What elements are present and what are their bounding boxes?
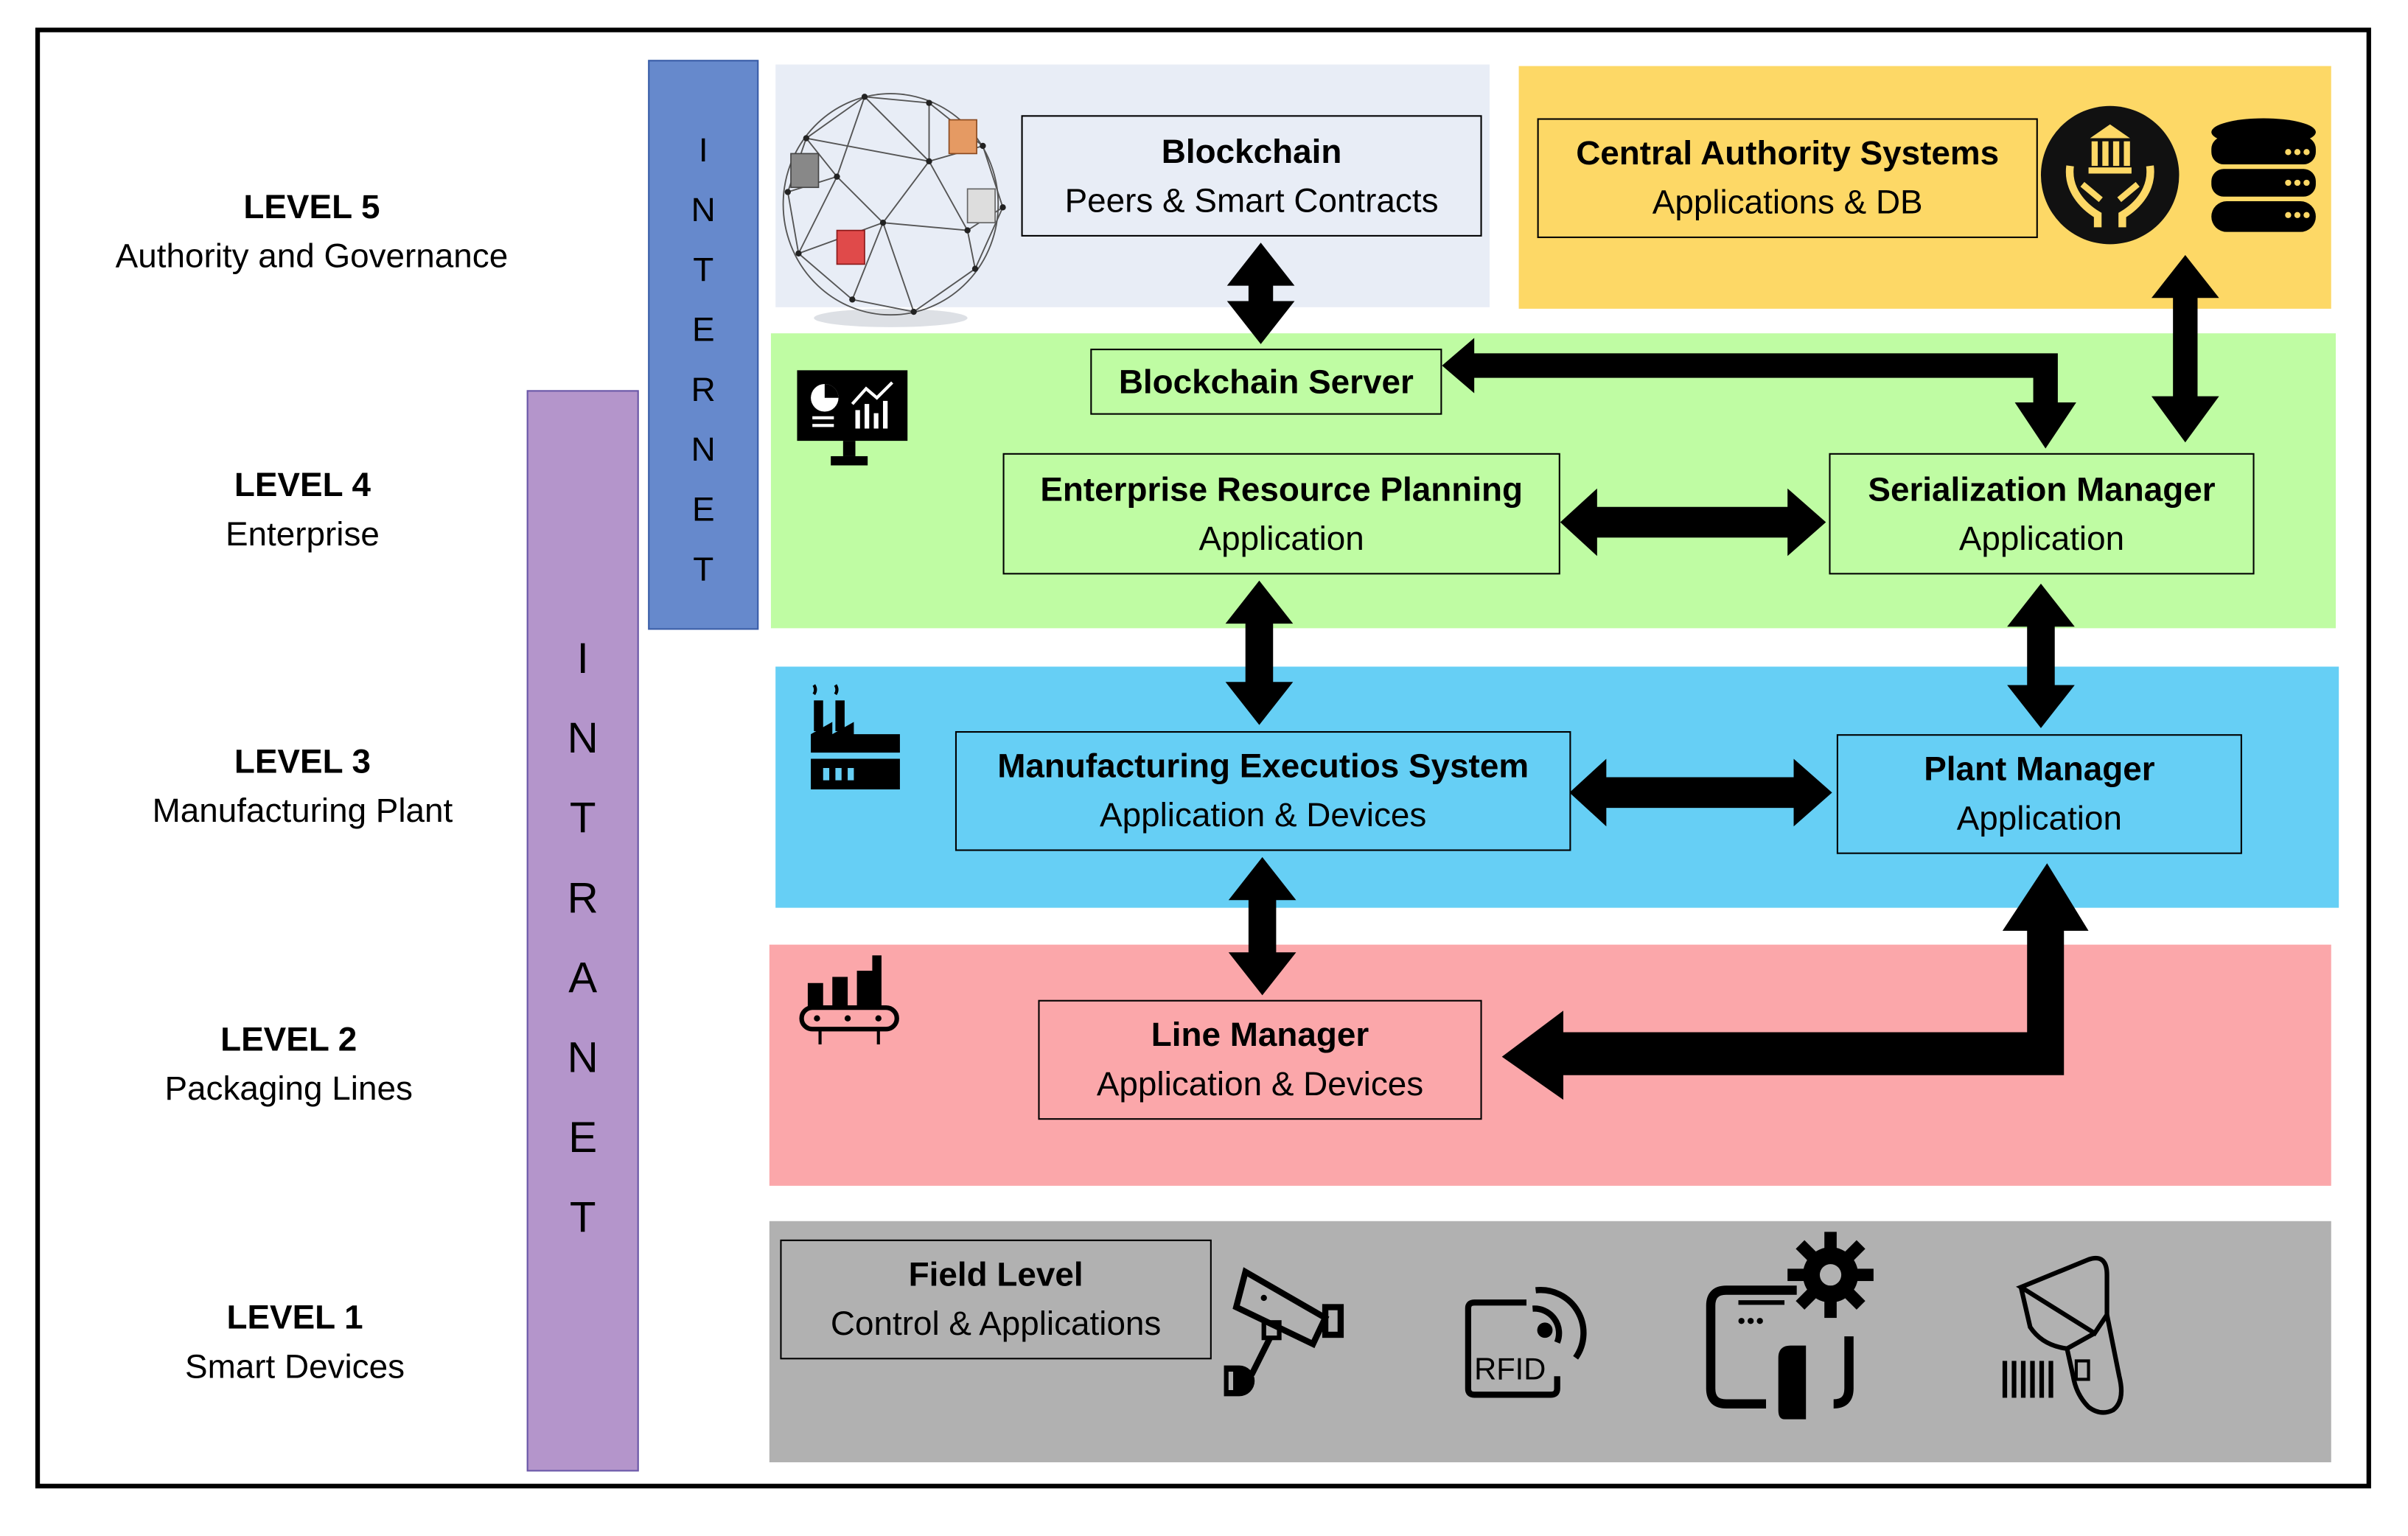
security-camera-icon bbox=[1224, 1267, 1344, 1397]
box-title: Field Level bbox=[908, 1254, 1083, 1294]
intranet-letter: T bbox=[569, 794, 596, 842]
intranet-letter: T bbox=[569, 1193, 596, 1241]
level-subtitle: Enterprise bbox=[225, 514, 380, 554]
box-title: Manufacturing Executios System bbox=[997, 746, 1529, 785]
intranet-letter: N bbox=[567, 714, 598, 762]
erp-box[interactable]: Enterprise Resource Planning Application bbox=[1002, 453, 1560, 575]
monitor-analytics-icon bbox=[797, 370, 908, 466]
box-title: Line Manager bbox=[1151, 1015, 1369, 1054]
mes-box[interactable]: Manufacturing Executios System Applicati… bbox=[955, 730, 1571, 851]
intranet-letter: N bbox=[567, 1033, 598, 1082]
box-subtitle: Control & Applications bbox=[830, 1304, 1162, 1343]
box-title: Plant Manager bbox=[1924, 749, 2155, 789]
box-title: Serialization Manager bbox=[1868, 469, 2216, 508]
line-manager-box[interactable]: Line Manager Application & Devices bbox=[1038, 999, 1482, 1120]
governance-hands-building-icon bbox=[2040, 105, 2180, 245]
box-subtitle: Peers & Smart Contracts bbox=[1064, 180, 1439, 219]
level-title: LEVEL 2 bbox=[220, 1019, 357, 1058]
intranet-letter: R bbox=[567, 873, 598, 922]
blockchain-server-box[interactable]: Blockchain Server bbox=[1090, 349, 1442, 415]
control-panel-gear-icon bbox=[1706, 1232, 1874, 1420]
intranet-letter: I bbox=[576, 634, 589, 683]
internet-letter: T bbox=[693, 550, 714, 589]
blockchain-network-globe-icon bbox=[782, 93, 1006, 327]
intranet-letter: A bbox=[568, 954, 598, 1002]
box-subtitle: Applications & DB bbox=[1652, 182, 1923, 222]
level-4-label: LEVEL 4 Enterprise bbox=[57, 461, 548, 559]
box-subtitle: Application bbox=[1198, 518, 1364, 557]
level-title: LEVEL 4 bbox=[234, 465, 371, 504]
internet-letter: N bbox=[691, 430, 716, 469]
internet-letter: N bbox=[691, 190, 716, 229]
blockchain-peers-box[interactable]: Blockchain Peers & Smart Contracts bbox=[1021, 115, 1482, 237]
box-title: Enterprise Resource Planning bbox=[1040, 469, 1523, 508]
level-subtitle: Authority and Governance bbox=[115, 236, 509, 276]
level-title: LEVEL 1 bbox=[226, 1297, 363, 1337]
rfid-label: RFID bbox=[1474, 1351, 1546, 1386]
level-title: LEVEL 5 bbox=[243, 187, 380, 226]
level-subtitle: Smart Devices bbox=[184, 1347, 405, 1386]
internet-letter: I bbox=[698, 130, 708, 170]
level-3-label: LEVEL 3 Manufacturing Plant bbox=[57, 737, 548, 835]
internet-letter: R bbox=[691, 370, 716, 409]
level-subtitle: Manufacturing Plant bbox=[152, 791, 453, 830]
intranet-letter: E bbox=[568, 1113, 598, 1162]
field-level-box[interactable]: Field Level Control & Applications bbox=[780, 1239, 1212, 1360]
box-subtitle: Application & Devices bbox=[1096, 1064, 1424, 1103]
level-title: LEVEL 3 bbox=[234, 741, 371, 781]
box-subtitle: Application bbox=[1956, 798, 2123, 837]
box-subtitle: Application bbox=[1958, 518, 2125, 557]
level-1-band bbox=[769, 1221, 2331, 1462]
plant-manager-box[interactable]: Plant Manager Application bbox=[1836, 734, 2242, 854]
serialization-manager-box[interactable]: Serialization Manager Application bbox=[1829, 453, 2255, 575]
barcode-scanner-icon bbox=[2002, 1255, 2124, 1415]
blockchain-band bbox=[775, 64, 1490, 307]
internet-letter: E bbox=[691, 310, 715, 349]
conveyor-belt-icon bbox=[799, 955, 899, 1045]
database-server-icon bbox=[2211, 118, 2316, 232]
factory-icon bbox=[811, 684, 900, 790]
box-title: Central Authority Systems bbox=[1576, 133, 2000, 172]
box-title: Blockchain bbox=[1161, 131, 1342, 170]
box-title: Blockchain Server bbox=[1118, 361, 1414, 400]
level-2-label: LEVEL 2 Packaging Lines bbox=[43, 1016, 534, 1114]
internet-letter: T bbox=[693, 250, 714, 289]
level-2-band bbox=[769, 944, 2331, 1186]
level-5-label: LEVEL 5 Authority and Governance bbox=[66, 183, 558, 281]
diagram-frame bbox=[35, 27, 2371, 1489]
level-1-label: LEVEL 1 Smart Devices bbox=[49, 1294, 541, 1392]
internet-letter: E bbox=[691, 489, 715, 528]
level-subtitle: Packaging Lines bbox=[164, 1069, 413, 1108]
central-authority-box[interactable]: Central Authority Systems Applications &… bbox=[1537, 118, 2038, 239]
box-subtitle: Application & Devices bbox=[1100, 795, 1427, 834]
rfid-tag-icon: RFID bbox=[1465, 1287, 1587, 1398]
